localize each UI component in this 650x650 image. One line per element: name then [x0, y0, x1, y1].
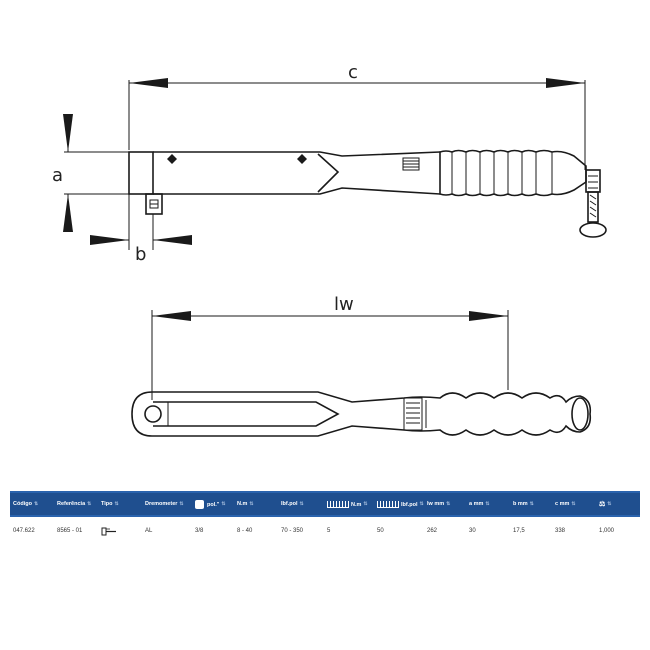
sort-icon[interactable]: ⇅	[299, 501, 304, 507]
wrench-side-view: c	[52, 62, 607, 265]
wrench-top-view: lw	[131, 294, 592, 437]
a-arrow-top	[63, 114, 73, 152]
b-label: b	[135, 244, 146, 265]
table-row: 047.622 8565 - 01 AL 3/8 8 - 40 70 - 350…	[10, 516, 640, 545]
cell-a: 30	[469, 528, 476, 534]
col-lw[interactable]: lw mm⇅	[424, 491, 466, 517]
sort-icon[interactable]: ⇅	[363, 501, 368, 508]
sort-icon[interactable]: ⇅	[249, 501, 254, 507]
square-drive-icon	[195, 499, 204, 509]
weight-icon: ⚖	[599, 501, 606, 508]
sort-icon[interactable]: ⇅	[446, 501, 451, 507]
a-arrow-bottom	[63, 194, 73, 232]
torque-wrench-drawing: c	[52, 62, 607, 437]
cell-pol: 3/8	[195, 528, 204, 534]
cell-codigo: 047.622	[13, 528, 35, 534]
scale-window-top	[403, 397, 423, 431]
shaft-v-cutout	[317, 153, 340, 193]
a-label: a	[52, 165, 63, 186]
sort-icon[interactable]: ⇅	[529, 501, 534, 507]
scale-icon	[327, 500, 349, 508]
col-a[interactable]: a mm⇅	[466, 491, 510, 517]
cell-referencia: 8565 - 01	[57, 528, 83, 534]
col-lbfpol-range[interactable]: lbf.pol⇅	[278, 491, 324, 517]
end-cap	[571, 397, 589, 431]
sort-icon[interactable]: ⇅	[419, 501, 424, 508]
col-tipo[interactable]: Tipo⇅	[98, 491, 142, 517]
marker-diamond-1	[167, 154, 177, 164]
scale-icon	[377, 500, 399, 508]
drive-hole	[144, 405, 162, 423]
cell-tipo	[98, 516, 142, 545]
body-slot	[153, 401, 340, 427]
cell-c: 338	[555, 528, 566, 534]
cell-nm-scale: 5	[327, 528, 331, 534]
col-referencia[interactable]: Referência⇅	[54, 491, 98, 517]
wrench-grip	[439, 149, 587, 197]
adjust-knob-head	[579, 222, 607, 238]
table-header-row: Código⇅ Referência⇅ Tipo⇅ Dremometer⇅ po…	[10, 491, 640, 517]
c-arrow-right	[546, 78, 585, 88]
lw-label: lw	[334, 294, 354, 315]
cell-lw: 262	[427, 528, 438, 534]
sort-icon[interactable]: ⇅	[485, 501, 490, 507]
col-nm-scale[interactable]: N.m⇅	[324, 491, 374, 517]
b-arrow-left	[90, 235, 129, 245]
wrench-type-icon	[101, 527, 116, 535]
col-b[interactable]: b mm⇅	[510, 491, 552, 517]
adjust-knob-stem	[587, 191, 599, 223]
marker-diamond-2	[297, 154, 307, 164]
sort-icon[interactable]: ⇅	[179, 501, 184, 507]
sort-icon[interactable]: ⇅	[607, 501, 612, 508]
col-codigo[interactable]: Código⇅	[10, 491, 54, 517]
col-lbfpol-scale[interactable]: lbf.pol⇅	[374, 491, 424, 517]
cell-nm-range: 8 - 40	[237, 528, 253, 534]
col-pol[interactable]: pol."⇅	[192, 491, 234, 517]
sort-icon[interactable]: ⇅	[33, 501, 39, 507]
col-nm-range[interactable]: N.m⇅	[234, 491, 278, 517]
lw-arrow-right	[469, 311, 508, 321]
sort-icon[interactable]: ⇅	[114, 501, 119, 507]
c-label: c	[348, 62, 358, 83]
wrench-body-outline	[131, 391, 592, 437]
sort-icon[interactable]: ⇅	[87, 501, 92, 507]
sort-icon[interactable]: ⇅	[221, 501, 226, 508]
square-drive	[145, 193, 163, 215]
col-weight[interactable]: ⚖⇅	[596, 491, 640, 517]
b-arrow-right	[153, 235, 192, 245]
wrench-head	[128, 151, 154, 195]
cell-lbfpol-range: 70 - 350	[281, 528, 304, 534]
lw-arrow-left	[152, 311, 191, 321]
adjust-knob-body	[585, 169, 601, 193]
col-dremometer[interactable]: Dremometer⇅	[142, 491, 192, 517]
sort-icon[interactable]: ⇅	[571, 501, 576, 507]
c-arrow-left	[129, 78, 168, 88]
cell-weight: 1,000	[599, 528, 615, 534]
cell-b: 17,5	[513, 528, 525, 534]
col-c[interactable]: c mm⇅	[552, 491, 596, 517]
cell-lbfpol-scale: 50	[377, 528, 384, 534]
cell-dremometer: AL	[145, 528, 153, 534]
wrench-shaft	[153, 151, 441, 195]
spec-table: Código⇅ Referência⇅ Tipo⇅ Dremometer⇅ po…	[10, 491, 640, 545]
